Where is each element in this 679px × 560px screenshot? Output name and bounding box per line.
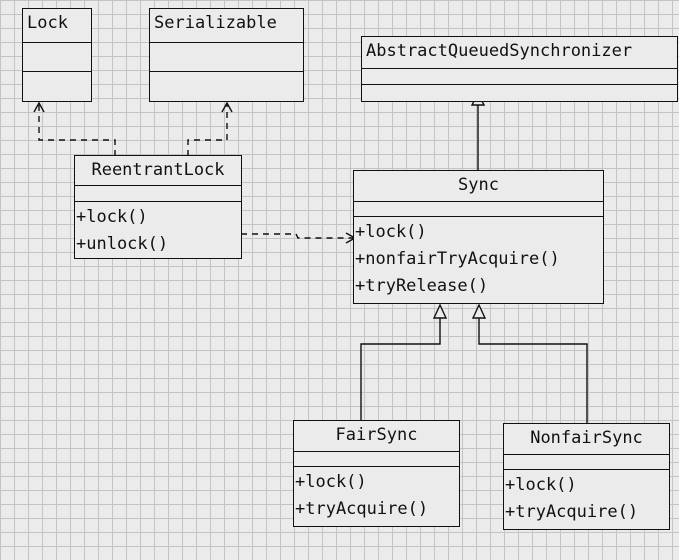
class-nonfairsync-name: NonfairSync <box>504 424 669 455</box>
operation: +lock() <box>76 207 148 227</box>
class-nonfairsync: NonfairSync +lock() +tryAcquire() <box>503 423 670 530</box>
generalization-nonfairsync-sync <box>478 318 588 424</box>
generalization-arrowhead-nonfairsync <box>471 303 487 319</box>
class-fairsync: FairSync +lock() +tryAcquire() <box>293 420 460 527</box>
class-fairsync-operations: +lock() +tryAcquire() <box>294 467 459 523</box>
realization-reentrantlock-lock <box>33 101 116 156</box>
operation: +lock() <box>355 222 427 242</box>
class-serializable-operations <box>150 72 303 74</box>
generalization-arrowhead-fairsync <box>432 303 448 319</box>
operation: +unlock() <box>76 234 169 254</box>
class-sync: Sync +lock() +nonfairTryAcquire() +tryRe… <box>353 170 604 304</box>
dependency-reentrantlock-sync <box>241 232 357 244</box>
class-nonfairsync-attributes <box>504 455 669 470</box>
class-lock: Lock <box>22 8 92 102</box>
class-sync-name: Sync <box>354 171 603 202</box>
class-reentrantlock: ReentrantLock +lock() +unlock() <box>74 155 242 259</box>
operation: +lock() <box>505 475 577 495</box>
class-serializable: Serializable <box>149 8 304 102</box>
class-fairsync-attributes <box>294 452 459 467</box>
generalization-fairsync-sync <box>360 318 441 421</box>
class-reentrantlock-name: ReentrantLock <box>75 156 241 186</box>
class-sync-attributes <box>354 202 603 217</box>
class-reentrantlock-operations: +lock() +unlock() <box>75 202 241 258</box>
operation: +tryAcquire() <box>295 499 429 519</box>
class-aqs-attributes <box>362 69 677 85</box>
class-fairsync-name: FairSync <box>294 421 459 452</box>
class-serializable-name: Serializable <box>150 9 303 43</box>
class-abstractqueuedsynchronizer: AbstractQueuedSynchronizer <box>361 36 678 102</box>
operation: +lock() <box>295 472 367 492</box>
class-reentrantlock-attributes <box>75 186 241 202</box>
class-aqs-name: AbstractQueuedSynchronizer <box>362 37 677 69</box>
operation: +nonfairTryAcquire() <box>355 249 560 269</box>
realization-reentrantlock-serializable <box>187 101 233 156</box>
operation: +tryAcquire() <box>505 502 639 522</box>
class-lock-operations <box>23 72 91 74</box>
operation: +tryRelease() <box>355 276 489 296</box>
class-lock-name: Lock <box>23 9 91 43</box>
class-serializable-attributes <box>150 43 303 72</box>
class-sync-operations: +lock() +nonfairTryAcquire() +tryRelease… <box>354 217 603 300</box>
class-aqs-operations <box>362 85 677 87</box>
class-nonfairsync-operations: +lock() +tryAcquire() <box>504 470 669 526</box>
class-lock-attributes <box>23 43 91 72</box>
